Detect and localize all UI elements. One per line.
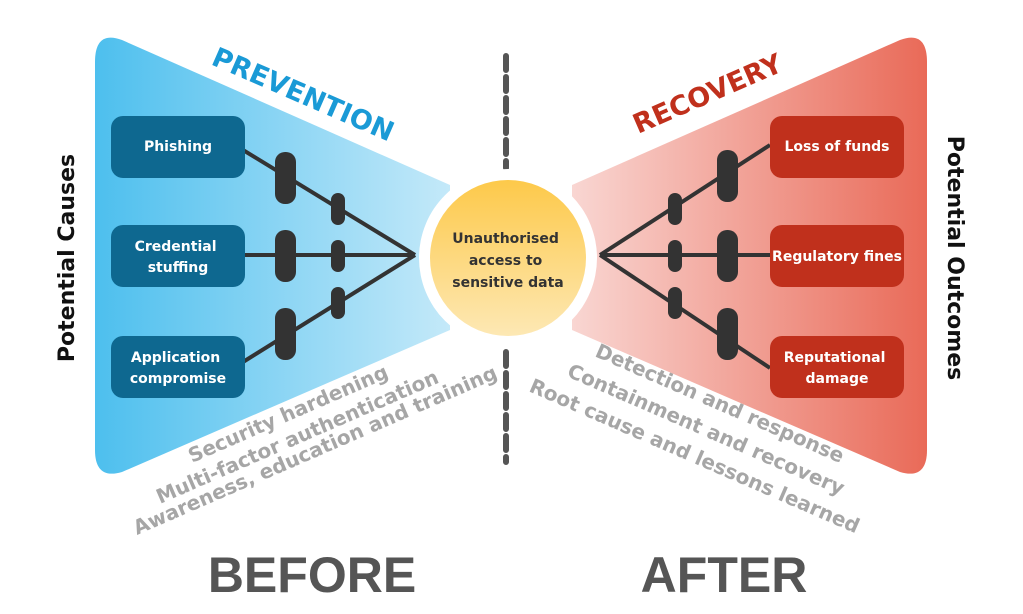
potential-outcomes-label: Potential Outcomes	[942, 136, 967, 380]
svg-text:Phishing: Phishing	[144, 139, 212, 155]
phase-before: BEFORE	[208, 547, 416, 603]
outcome-connectors	[598, 143, 772, 370]
potential-causes-label: Potential Causes	[55, 154, 80, 362]
central-event	[430, 180, 586, 336]
outcome-regulatory-fines[interactable]: Regulatory fines	[770, 225, 904, 287]
cause-credential-stuffing[interactable]: Credential stuffing	[111, 225, 245, 287]
svg-text:Credential stuffing: Credential stuffing	[135, 239, 222, 276]
recovery-barriers	[668, 150, 738, 360]
cause-connectors	[241, 148, 417, 364]
svg-text:Reputational damage: Reputational damage	[784, 350, 891, 387]
svg-text:Loss of funds: Loss of funds	[784, 139, 889, 155]
phase-after: AFTER	[641, 547, 808, 603]
prevention-barriers	[275, 152, 345, 360]
outcome-loss-of-funds[interactable]: Loss of funds	[770, 116, 904, 178]
outcome-reputational-damage[interactable]: Reputational damage	[770, 336, 904, 398]
svg-text:Application compromise: Application compromise	[130, 350, 226, 387]
svg-text:Regulatory fines: Regulatory fines	[772, 249, 902, 265]
cause-application-compromise[interactable]: Application compromise	[111, 336, 245, 398]
central-event-label: Unauthorised access to sensitive data	[452, 231, 564, 291]
cause-phishing[interactable]: Phishing	[111, 116, 245, 178]
